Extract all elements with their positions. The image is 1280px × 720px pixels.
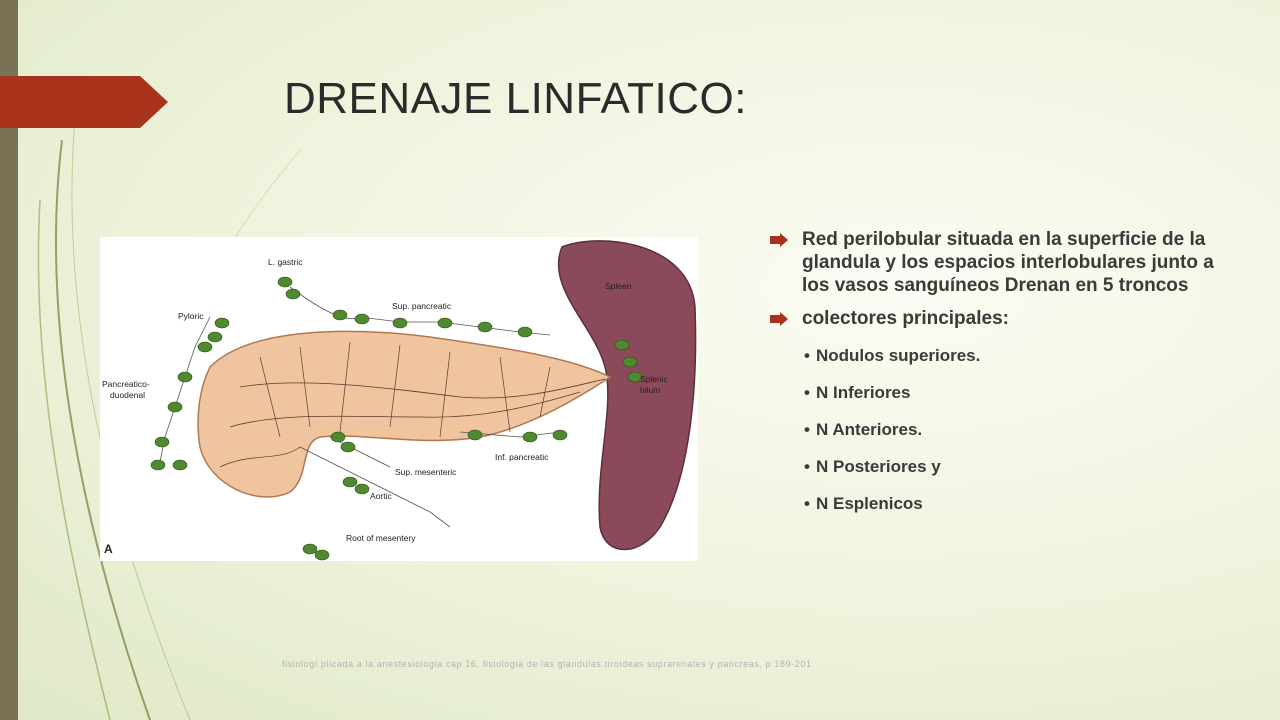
label-sup-mesenteric: Sup. mesenteric (395, 467, 457, 477)
label-duodenal: duodenal (110, 390, 145, 400)
sub-bullet-item: • N Posteriores y (804, 457, 1240, 477)
sub-bullet-text: N Anteriores. (816, 420, 923, 439)
pancreas-shape (197, 330, 612, 498)
bullet-dot-icon: • (804, 420, 810, 439)
bullet-dot-icon: • (804, 346, 810, 365)
sub-bullet-item: • Nodulos superiores. (804, 346, 1240, 366)
sub-bullet-text: Nodulos superiores. (816, 346, 981, 365)
bullet-dot-icon: • (804, 494, 810, 513)
bullet-dot-icon: • (804, 383, 810, 402)
lymph-nodes (150, 276, 643, 561)
slide-title: DRENAJE LINFATICO: (284, 74, 747, 123)
label-hilum: hilum (640, 385, 660, 395)
label-pyloric: Pyloric (178, 311, 204, 321)
label-l-gastric: L. gastric (268, 257, 303, 267)
source-footer: fisiologí plicada a la anestesiologia ca… (282, 659, 812, 669)
label-panel-a: A (104, 542, 113, 556)
label-aortic: Aortic (370, 491, 392, 501)
label-spleen: Spleen (605, 281, 632, 291)
sub-bullet-text: N Inferiores (816, 383, 911, 402)
pancreas-lymphatic-diagram: L. gastric Pyloric Sup. pancreatic Splee… (100, 237, 698, 561)
bullet-dot-icon: • (804, 457, 810, 476)
bullet-item-2: colectores principales: (770, 307, 1240, 330)
label-pancreatico: Pancreatico- (102, 379, 150, 389)
label-inf-pancreatic: Inf. pancreatic (495, 452, 549, 462)
bullet-text: colectores principales: (802, 308, 1009, 329)
sub-bullet-text: N Posteriores y (816, 457, 941, 476)
title-arrow-icon (0, 76, 168, 128)
spleen-shape (557, 240, 697, 551)
arrow-bullet-icon (770, 312, 788, 326)
bullet-text: Red perilobular situada en la superficie… (802, 229, 1214, 296)
sub-bullet-text: N Esplenicos (816, 494, 923, 513)
label-sup-pancreatic: Sup. pancreatic (392, 301, 452, 311)
arrow-bullet-icon (770, 233, 788, 247)
sub-bullet-item: • N Anteriores. (804, 420, 1240, 440)
diagram-svg: L. gastric Pyloric Sup. pancreatic Splee… (102, 240, 697, 561)
sub-bullet-item: • N Esplenicos (804, 494, 1240, 514)
sub-bullet-item: • N Inferiores (804, 383, 1240, 403)
bullet-list: Red perilobular situada en la superficie… (770, 228, 1240, 531)
left-accent-bar (0, 0, 18, 720)
bullet-item-1: Red perilobular situada en la superficie… (770, 228, 1240, 297)
label-root-of-mesentery: Root of mesentery (346, 533, 416, 543)
label-splenic: Splenic (640, 374, 669, 384)
